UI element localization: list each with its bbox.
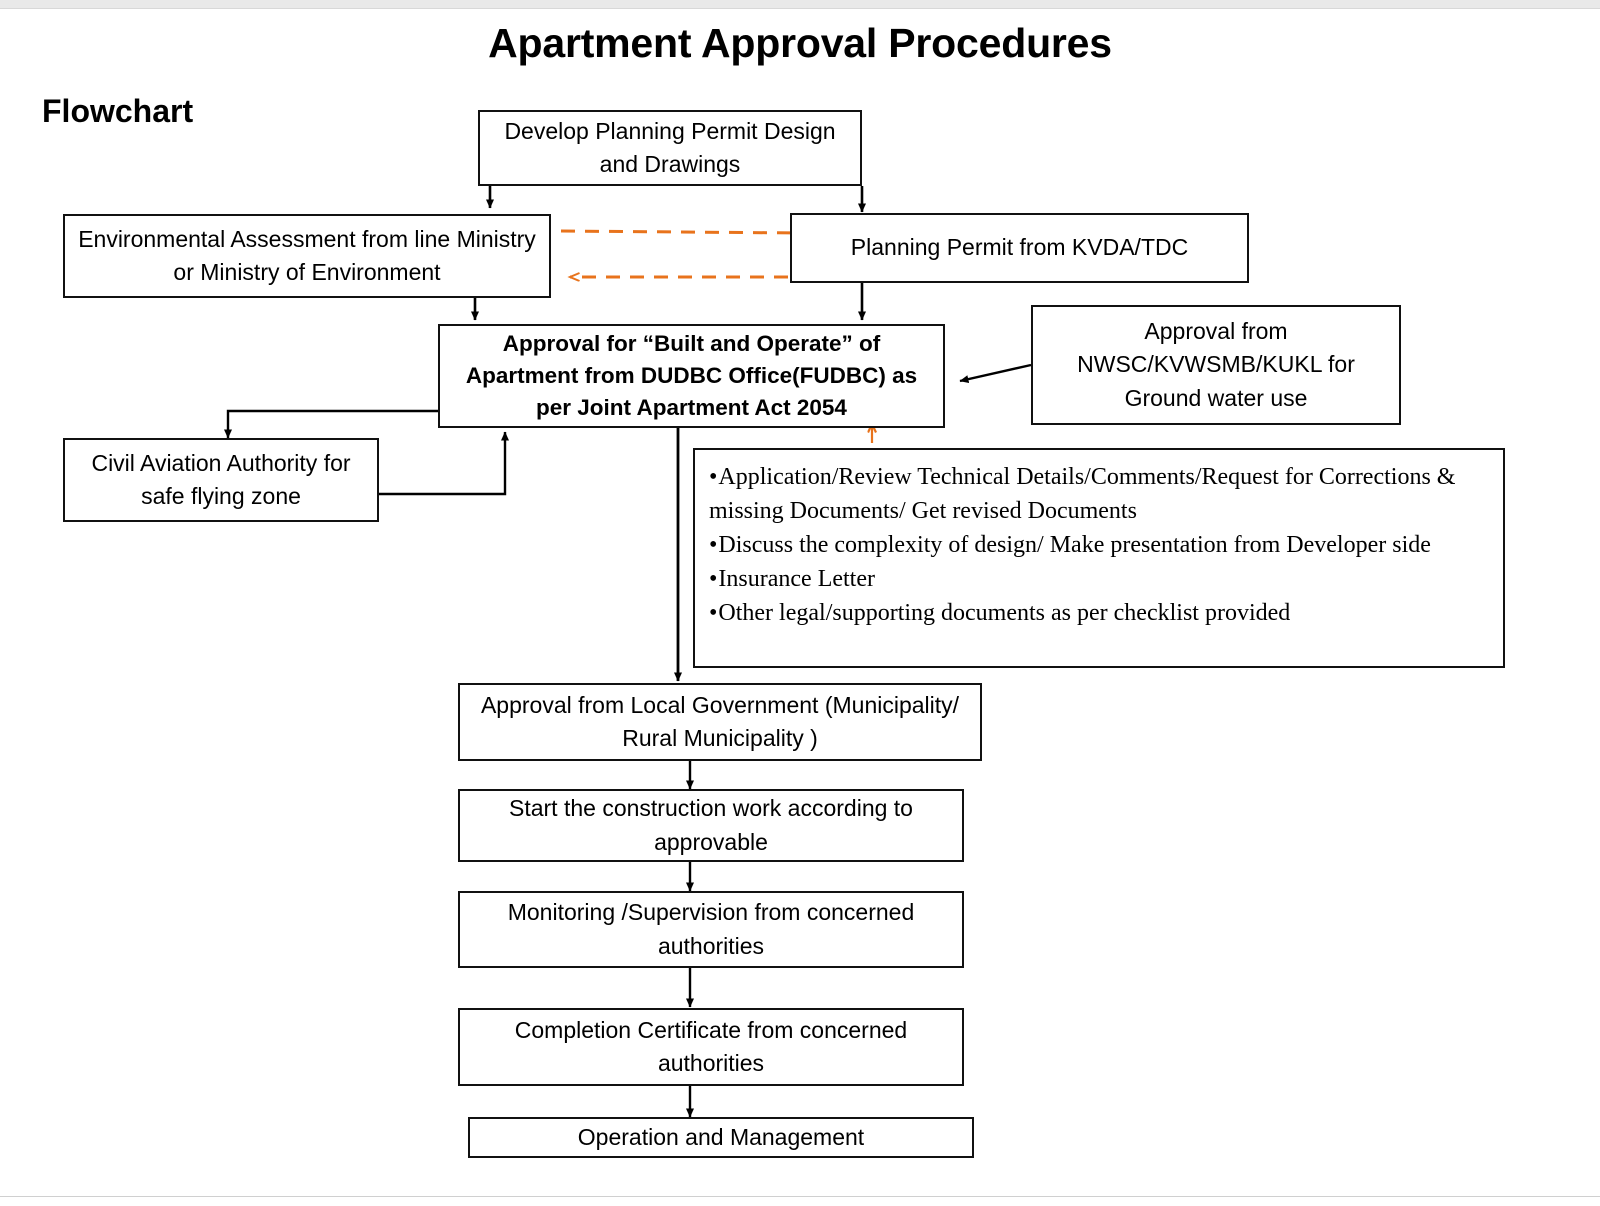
- node-completion-certificate[interactable]: Completion Certificate from concerned au…: [458, 1008, 964, 1086]
- node-local-government-approval[interactable]: Approval from Local Government (Municipa…: [458, 683, 982, 761]
- node-operation-management[interactable]: Operation and Management: [468, 1117, 974, 1158]
- page-title: Apartment Approval Procedures: [488, 20, 1112, 66]
- list-item: Application/Review Technical Details/Com…: [709, 460, 1491, 528]
- list-item: Other legal/supporting documents as per …: [709, 596, 1491, 630]
- node-dudbc-approval[interactable]: Approval for “Built and Operate” of Apar…: [438, 324, 945, 428]
- bottom-divider: [0, 1196, 1600, 1197]
- edge-environmental-to-planning-dashed: [560, 231, 800, 233]
- node-planning-permit[interactable]: Planning Permit from KVDA/TDC: [790, 213, 1249, 283]
- top-strip: [0, 0, 1600, 9]
- edge-groundwater-to-dudbc: [959, 363, 1032, 384]
- node-requirements-checklist[interactable]: Application/Review Technical Details/Com…: [693, 448, 1505, 668]
- node-monitoring-supervision[interactable]: Monitoring /Supervision from concerned a…: [458, 891, 964, 968]
- list-item: Insurance Letter: [709, 562, 1491, 596]
- node-environmental-assessment[interactable]: Environmental Assessment from line Minis…: [63, 214, 551, 298]
- edge-dudbc-to-civil-aviation: [224, 409, 438, 439]
- node-ground-water-approval[interactable]: Approval from NWSC/KVWSMB/KUKL for Groun…: [1031, 305, 1401, 425]
- node-start-construction[interactable]: Start the construction work according to…: [458, 789, 964, 862]
- list-item: Discuss the complexity of design/ Make p…: [709, 528, 1491, 562]
- edge-civil-aviation-to-dudbc: [379, 431, 509, 496]
- node-civil-aviation-authority[interactable]: Civil Aviation Authority for safe flying…: [63, 438, 379, 522]
- flowchart-label: Flowchart: [42, 93, 194, 129]
- node-develop-planning-permit[interactable]: Develop Planning Permit Design and Drawi…: [478, 110, 862, 186]
